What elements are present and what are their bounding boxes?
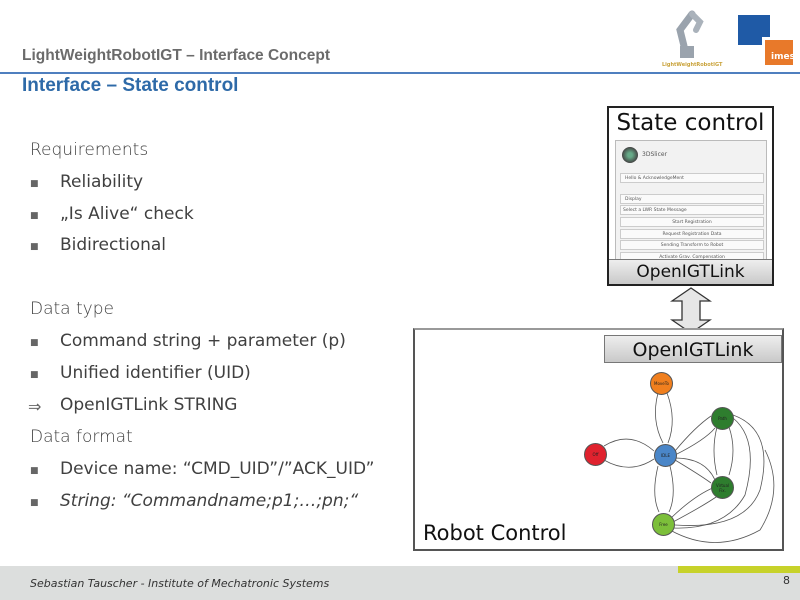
- state-machine-diagram: [603, 392, 775, 543]
- bullet-icon: ■: [30, 179, 39, 189]
- header-divider: [0, 72, 800, 74]
- openigtlink-label-bottom: OpenIGTLink: [604, 335, 782, 363]
- slicer-button[interactable]: Sending Transform to Robot: [620, 240, 764, 250]
- slicer-logo-icon: [622, 147, 638, 163]
- dtype-item: Unified identifier (UID): [60, 363, 251, 383]
- requirements-heading: Requirements: [30, 140, 149, 160]
- state-node: MoveTo: [650, 372, 673, 395]
- robot-arm-icon: [676, 10, 704, 58]
- dformat-item: String: “Commandname;p1;…;pn;“: [60, 491, 359, 511]
- data-type-heading: Data type: [30, 299, 114, 319]
- slicer-button[interactable]: Start Registration: [620, 217, 764, 227]
- page-number: 8: [783, 574, 790, 587]
- footer-author: Sebastian Tauscher - Institute of Mechat…: [30, 577, 330, 590]
- double-arrow-icon: [670, 287, 712, 334]
- req-item: Reliability: [60, 172, 144, 192]
- state-node: Path: [711, 407, 734, 430]
- implies-item: OpenIGTLink STRING: [60, 395, 238, 415]
- footer-accent-bar: [678, 566, 800, 573]
- state-node: Off: [584, 443, 607, 466]
- data-format-heading: Data format: [30, 427, 133, 447]
- slicer-app-name: 3DSlicer: [642, 151, 668, 158]
- dtype-item: Command string + parameter (p): [60, 331, 346, 351]
- bullet-icon: ■: [30, 466, 39, 476]
- dformat-item: Device name: “CMD_UID”/”ACK_UID”: [60, 459, 375, 479]
- slicer-select[interactable]: Select a LWR State Message: [620, 205, 764, 215]
- state-node: Free: [652, 513, 675, 536]
- presentation-title: LightWeightRobotIGT – Interface Concept: [22, 47, 330, 64]
- imes-logo-text: imes: [771, 52, 795, 62]
- footer: [0, 566, 800, 600]
- bullet-icon: ■: [30, 242, 39, 252]
- bullet-icon: ■: [30, 370, 39, 380]
- req-item: Bidirectional: [60, 235, 167, 255]
- slide-title: Interface – State control: [22, 75, 239, 96]
- req-item: „Is Alive“ check: [60, 204, 194, 224]
- bullet-icon: ■: [30, 498, 39, 508]
- bullet-icon: ■: [30, 211, 39, 221]
- implies-arrow-icon: ⇒: [28, 397, 42, 416]
- robot-control-title: Robot Control: [423, 521, 567, 545]
- state-control-box: State control 3DSlicer Hello & Acknowled…: [607, 106, 774, 286]
- openigtlink-label-top: OpenIGTLink: [609, 259, 772, 284]
- robot-logo-text: LightWeightRobotIGT: [662, 62, 723, 68]
- slicer-screenshot: 3DSlicer Hello & AcknowledgeMent Display…: [615, 140, 767, 260]
- bullet-icon: ■: [30, 338, 39, 348]
- slicer-button[interactable]: Activate Grav. Compensation: [620, 252, 764, 259]
- imes-logo: imes: [738, 15, 795, 65]
- slicer-row: Display: [620, 194, 764, 204]
- slicer-button[interactable]: Request Registration Data: [620, 229, 764, 239]
- state-node: IDLE: [654, 444, 677, 467]
- slicer-row: Hello & AcknowledgeMent: [620, 173, 764, 183]
- state-node: Virtual Fix.: [711, 476, 734, 499]
- robot-logo: LightWeightRobotIGT: [662, 8, 723, 68]
- state-control-title: State control: [616, 110, 765, 136]
